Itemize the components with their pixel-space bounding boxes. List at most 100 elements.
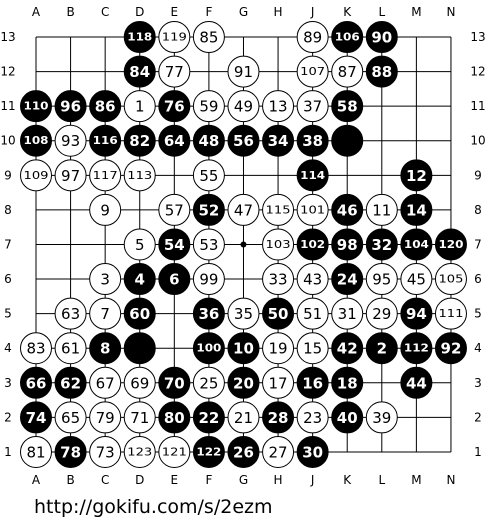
stone-disc — [227, 55, 260, 88]
white-stone: 51 — [296, 297, 329, 330]
white-stone: 43 — [296, 263, 329, 296]
stone-disc — [158, 366, 191, 399]
stone-disc — [296, 228, 329, 261]
stone-disc — [227, 297, 260, 330]
black-stone: 34 — [262, 124, 295, 157]
stone-disc — [158, 90, 191, 123]
black-stone: 100 — [192, 332, 225, 365]
black-stone: 54 — [158, 228, 191, 261]
move-number: 60 — [129, 305, 150, 323]
white-stone: 37 — [296, 90, 329, 123]
white-stone: 81 — [20, 435, 52, 468]
move-number: 113 — [127, 170, 152, 182]
stone-disc — [296, 297, 329, 330]
black-stone: 92 — [434, 332, 467, 365]
stone-disc — [365, 193, 398, 226]
move-number: 57 — [165, 201, 184, 219]
white-stone: 105 — [434, 263, 467, 296]
black-stone: 88 — [365, 55, 398, 88]
stone-disc — [123, 401, 156, 434]
black-stone: 86 — [89, 90, 122, 123]
stone-disc — [331, 297, 364, 330]
white-stone: 55 — [192, 159, 225, 192]
stone-disc — [400, 366, 433, 399]
row-label: 5 — [474, 307, 482, 321]
black-stone: 78 — [54, 435, 87, 468]
stone-disc — [123, 228, 156, 261]
move-number: 112 — [404, 343, 429, 355]
black-stone: 20 — [227, 366, 260, 399]
column-label: F — [205, 5, 212, 19]
row-label: 12 — [470, 65, 485, 79]
stone-disc — [20, 90, 52, 123]
black-stone: 10 — [227, 332, 260, 365]
stone-disc — [296, 332, 329, 365]
move-number: 87 — [338, 63, 357, 81]
row-label: 5 — [4, 307, 12, 321]
stone-disc — [123, 21, 156, 53]
stone-disc — [365, 263, 398, 296]
black-stone: 84 — [123, 55, 156, 88]
move-number: 70 — [164, 374, 185, 392]
stone-disc — [54, 124, 87, 157]
stone-disc — [331, 193, 364, 226]
stone-disc — [262, 193, 295, 226]
move-number: 33 — [269, 271, 288, 289]
white-stone: 29 — [365, 297, 398, 330]
stone-disc — [400, 193, 433, 226]
move-number: 83 — [26, 340, 45, 358]
black-stone: 104 — [400, 228, 433, 261]
white-stone: 45 — [400, 263, 433, 296]
move-number: 111 — [438, 308, 463, 320]
move-number: 12 — [406, 167, 427, 185]
move-number: 66 — [26, 374, 47, 392]
move-number: 50 — [268, 305, 289, 323]
column-label: G — [239, 5, 248, 19]
stone-disc — [400, 332, 433, 365]
move-number: 8 — [100, 340, 110, 358]
white-stone: 87 — [331, 55, 364, 88]
black-stone: 12 — [400, 159, 433, 192]
white-stone: 53 — [192, 228, 225, 261]
stone-disc — [54, 90, 87, 123]
row-label: 1 — [474, 445, 482, 459]
move-number: 32 — [371, 236, 392, 254]
stone-disc — [192, 21, 225, 53]
move-number: 13 — [269, 98, 288, 116]
stone-disc — [227, 401, 260, 434]
stone-disc — [331, 124, 364, 157]
move-number: 2 — [377, 340, 387, 358]
move-number: 11 — [372, 201, 391, 219]
stone-disc — [89, 90, 122, 123]
white-stone: 103 — [262, 228, 295, 261]
source-url[interactable]: http://gokifu.com/s/2ezm — [34, 496, 273, 518]
move-number: 7 — [100, 305, 110, 323]
black-stone: 16 — [296, 366, 329, 399]
move-number: 96 — [60, 98, 81, 116]
stone-disc — [20, 332, 52, 365]
stone-disc — [296, 366, 329, 399]
move-number: 6 — [169, 271, 179, 289]
black-stone: 56 — [227, 124, 260, 157]
white-stone: 93 — [54, 124, 87, 157]
move-number: 62 — [60, 374, 81, 392]
stone-disc — [192, 297, 225, 330]
stone-disc — [365, 21, 398, 53]
move-number: 30 — [302, 443, 323, 461]
white-stone: 91 — [227, 55, 260, 88]
move-number: 34 — [268, 132, 289, 150]
move-number: 47 — [234, 201, 253, 219]
stone-disc — [89, 124, 122, 157]
move-number: 16 — [302, 374, 323, 392]
black-stone: 18 — [331, 366, 364, 399]
column-label: N — [446, 473, 455, 487]
move-number: 79 — [96, 409, 115, 427]
move-number: 94 — [406, 305, 427, 323]
stone-disc — [89, 401, 122, 434]
row-label: 3 — [474, 376, 482, 390]
stone-disc — [262, 332, 295, 365]
move-number: 45 — [407, 271, 426, 289]
white-stone: 123 — [123, 435, 156, 468]
row-label: 4 — [4, 341, 12, 355]
row-label: 6 — [4, 272, 12, 286]
